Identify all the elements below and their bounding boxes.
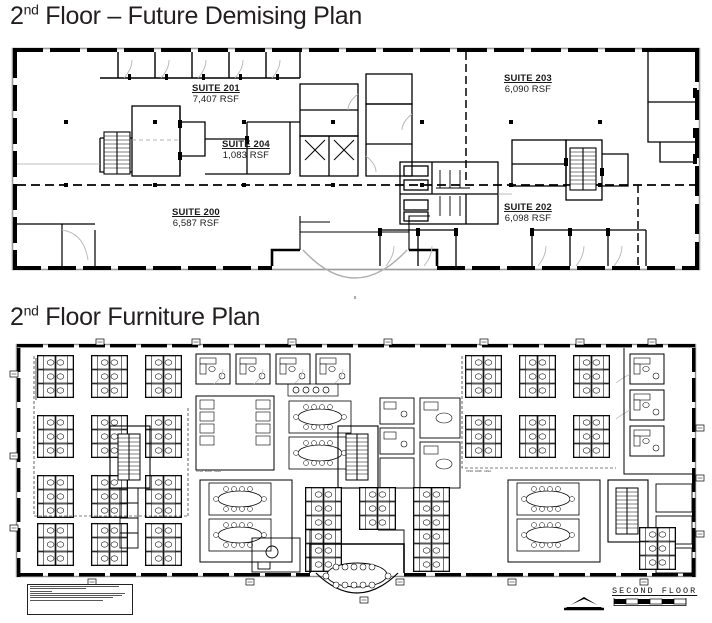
suite-area: 6,098 RSF: [504, 212, 552, 224]
heading-rest: Floor – Future Demising Plan: [38, 2, 362, 30]
north-arrow-icon: [564, 597, 604, 611]
suite-label-204: SUITE 204 1,083 RSF: [222, 139, 270, 161]
suite-area: 1,083 RSF: [222, 149, 270, 161]
furniture-plan-svg: OPEN WORK AREA OPEN WORK AREA: [9, 338, 705, 604]
suite-area: 6,587 RSF: [172, 217, 220, 229]
suite-label-201: SUITE 201 7,407 RSF: [192, 83, 240, 105]
heading-prefix: 2: [10, 303, 24, 331]
suite-name: SUITE 201: [192, 83, 240, 94]
page-title-furniture: 2nd Floor Furniture Plan: [10, 302, 261, 331]
graphic-scale-bar: [613, 598, 687, 606]
suite-label-202: SUITE 202 6,098 RSF: [504, 202, 552, 224]
demising-plan-svg: [11, 47, 701, 299]
suite-name: SUITE 203: [504, 73, 552, 84]
suite-area: 7,407 RSF: [192, 93, 240, 105]
page-title-demising: 2nd Floor – Future Demising Plan: [10, 1, 362, 30]
furniture-plan-drawing: OPEN WORK AREA OPEN WORK AREA: [0, 338, 712, 623]
heading-rest: Floor Furniture Plan: [38, 303, 261, 331]
demising-plan-drawing: [0, 44, 712, 299]
suite-area: 6,090 RSF: [504, 83, 552, 95]
general-notes-block: [27, 584, 133, 615]
suite-name: SUITE 204: [222, 139, 270, 150]
suite-label-200: SUITE 200 6,587 RSF: [172, 207, 220, 229]
suite-name: SUITE 202: [504, 202, 552, 213]
suite-name: SUITE 200: [172, 207, 220, 218]
heading-prefix: 2: [10, 2, 24, 30]
svg-text:OPEN WORK AREA: OPEN WORK AREA: [466, 470, 491, 473]
heading-ordinal-suffix: nd: [23, 302, 39, 319]
title-block-label: SECOND FLOOR: [612, 586, 698, 596]
suite-label-203: SUITE 203 6,090 RSF: [504, 73, 552, 95]
svg-text:OPEN WORK AREA: OPEN WORK AREA: [196, 470, 221, 473]
heading-ordinal-suffix: nd: [23, 1, 39, 18]
